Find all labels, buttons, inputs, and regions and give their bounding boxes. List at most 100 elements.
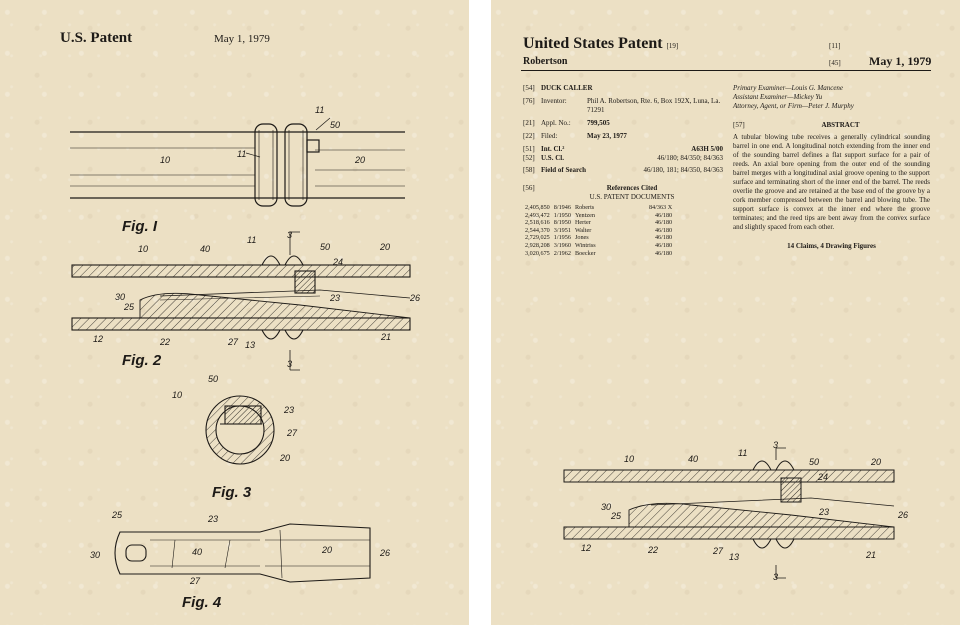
reference-num: 2,405,850 (525, 204, 550, 211)
fig-label: Fig. I (122, 218, 157, 235)
ref-label: 10 (624, 454, 634, 464)
ref-label: 3 (773, 440, 778, 450)
assistant-examiner: Assistant Examiner—Mickey Yu (733, 93, 823, 101)
abstract-column: Primary Examiner—Louis G. Mancene Assist… (733, 84, 930, 251)
code-45: [45] (829, 59, 841, 67)
ref-label: 30 (601, 502, 611, 512)
ref-label: 40 (688, 454, 698, 464)
biblio-row: [52] U.S. Cl. 46/180; 84/350; 84/363 (523, 154, 723, 163)
biblio-label: Inventor: (541, 97, 567, 105)
ref-label: 23 (818, 507, 829, 517)
ref-label: 26 (897, 510, 908, 520)
ref-label: 10 (138, 244, 148, 254)
claims-count: 14 Claims, 4 Drawing Figures (787, 242, 876, 250)
fig-label: Fig. 3 (212, 484, 252, 501)
reference-date: 2/1962 (553, 249, 571, 257)
ref-label: 20 (279, 453, 290, 463)
ref-label: 10 (172, 390, 182, 400)
ref-label: 21 (865, 550, 876, 560)
ref-label: 13 (729, 552, 739, 562)
biblio-value: A63H 5/00 (691, 145, 723, 153)
representative-drawing: 3 10 40 11 50 20 24 30 25 23 26 12 22 27… (563, 440, 908, 582)
biblio-code: [52] (523, 154, 535, 162)
ref-label: 25 (123, 302, 135, 312)
biblio-label: Appl. No.: (541, 119, 571, 127)
ref-label: 40 (192, 547, 202, 557)
ref-label: 30 (90, 550, 100, 560)
ref-label: 50 (809, 457, 819, 467)
reference-date: 1/1956 (553, 234, 571, 242)
reference-cls: 46/180 (654, 219, 673, 227)
reference-date: 1/1950 (553, 211, 571, 219)
ref-label: 23 (283, 405, 294, 415)
ref-label: 11 (237, 149, 246, 159)
ref-label: 25 (111, 510, 123, 520)
biblio-row: [54] DUCK CALLER (523, 84, 723, 93)
abstract-heading: ABSTRACT (821, 121, 860, 129)
ref-label: 3 (287, 230, 292, 240)
ref-label: 27 (712, 546, 724, 556)
header-title: U.S. Patent (60, 30, 133, 46)
biblio-code: [22] (523, 132, 535, 140)
biblio-value: Phil A. Robertson, Rte. 6, Box 192X, Lun… (587, 97, 721, 114)
ref-label: 50 (320, 242, 330, 252)
ref-label: 40 (200, 244, 210, 254)
ref-label: 22 (159, 337, 170, 347)
biblio-row: [76] Inventor: Phil A. Robertson, Rte. 6… (523, 97, 723, 115)
reference-cls: 46/180 (654, 211, 673, 219)
biblio-value: 46/180; 84/350; 84/363 (657, 154, 723, 162)
refs-heading: References Cited (606, 184, 658, 192)
header-date: May 1, 1979 (214, 33, 270, 45)
biblio-row: [58] Field of Search 46/180, 181; 84/350… (523, 166, 723, 175)
ref-label: 12 (581, 543, 591, 553)
ref-label: 30 (115, 292, 125, 302)
reference-date: 3/1960 (553, 241, 571, 249)
biblio-value: 799,505 (587, 119, 610, 127)
biblio-label: Filed: (541, 132, 558, 140)
biblio-code: [76] (523, 97, 535, 105)
reference-cls: 46/180 (654, 226, 673, 234)
ref-label: 11 (315, 105, 324, 115)
inventor-surname: Robertson (523, 56, 568, 67)
reference-name: Jones (574, 234, 589, 242)
primary-examiner: Primary Examiner—Louis G. Mancene (733, 84, 844, 92)
biblio-label: DUCK CALLER (541, 84, 593, 92)
biblio-value: 46/180, 181; 84/350, 84/363 (643, 166, 723, 174)
ref-label: 12 (93, 334, 103, 344)
ref-label: 24 (332, 257, 343, 267)
reference-date: 8/1950 (553, 219, 571, 227)
fig-label: Fig. 2 (122, 352, 162, 369)
drawing-sheet: U.S. Patent May 1, 1979 10 11 11 50 20 (0, 0, 469, 625)
reference-num: 2,493,472 (525, 211, 550, 219)
reference-name: Boecker (574, 249, 596, 257)
ref-label: 3 (773, 572, 778, 582)
ref-label: 27 (286, 428, 298, 438)
ref-label: 20 (870, 457, 881, 467)
biblio-label: Field of Search (541, 166, 586, 174)
ref-label: 24 (817, 472, 828, 482)
abstract-code: [57] (733, 121, 745, 129)
ref-label: 10 (160, 155, 170, 165)
patent-title: United States Patent [19] (523, 35, 678, 53)
ref-label: 20 (379, 242, 390, 252)
ref-label: 50 (330, 120, 340, 130)
biblio-code: [58] (523, 166, 535, 174)
refs-subheading: U.S. PATENT DOCUMENTS (589, 193, 675, 201)
ref-label: 21 (380, 332, 391, 342)
reference-name: Yentzen (574, 211, 595, 219)
figure-1: 10 11 11 50 20 10 40 11 3 50 20 24 30 25… (70, 105, 420, 586)
reference-name: Wintriss (574, 241, 596, 249)
reference-num: 2,544,370 (525, 226, 550, 234)
ref-label: 26 (379, 548, 390, 558)
reference-num: 2,518,616 (525, 219, 550, 227)
reference-date: 3/1951 (553, 226, 571, 234)
title-code: [19] (666, 42, 679, 50)
refs-code: [56] (523, 184, 535, 192)
ref-label: 27 (227, 337, 239, 347)
